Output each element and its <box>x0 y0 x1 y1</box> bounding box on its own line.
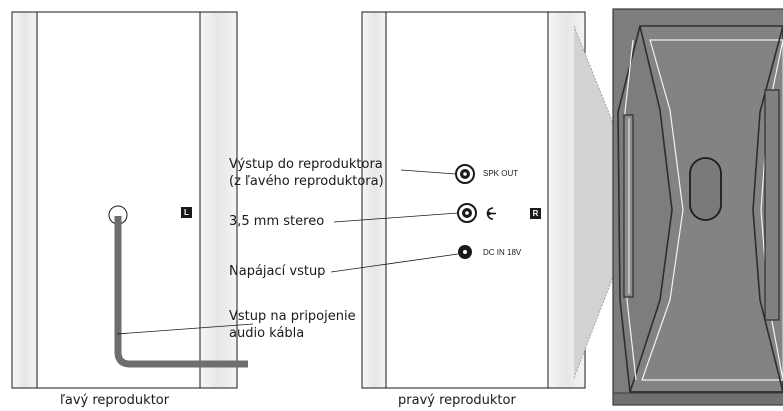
left-speaker-panel <box>11 11 248 389</box>
projection-edge-bottom <box>573 217 637 379</box>
right-channel-badge: R <box>530 208 541 219</box>
callout-speaker-output: Výstup do reproduktora (z ľavého reprodu… <box>229 156 384 190</box>
left-speaker-trim-left <box>11 11 38 389</box>
callout-audio-cable-input: Vstup na pripojenie audio kábla <box>229 308 356 342</box>
callout-audio-cable-input-line-1: Vstup na pripojenie <box>229 309 356 324</box>
projection-shading <box>574 26 640 378</box>
stereo-jack <box>457 203 477 223</box>
callout-audio-cable-input-line-2: audio kábla <box>229 326 305 341</box>
speaker-bass-port <box>689 157 722 221</box>
callout-power-input: Napájací vstup <box>229 264 326 279</box>
spk-out-label: SPK OUT <box>483 169 519 178</box>
dc-in-label: DC IN 18V <box>483 248 522 257</box>
right-speaker-caption: pravý reproduktor <box>398 393 516 408</box>
audio-cable <box>114 216 248 368</box>
callout-leader-lines <box>116 169 459 335</box>
callout-stereo-jack: 3,5 mm stereo <box>229 214 325 229</box>
left-channel-badge: L <box>181 207 192 218</box>
dc-in-jack <box>458 245 472 259</box>
speaker-3d-view <box>612 8 783 406</box>
spk-out-jack <box>455 164 475 184</box>
left-speaker-caption: ľavý reproduktor <box>60 393 170 408</box>
right-speaker-panel <box>361 11 586 389</box>
callout-speaker-output-line-1: Výstup do reproduktora <box>229 157 383 172</box>
right-speaker-trim-left <box>361 11 387 389</box>
callout-speaker-output-line-2: (z ľavého reproduktora) <box>229 174 384 189</box>
audio-jack-icon <box>486 207 496 220</box>
